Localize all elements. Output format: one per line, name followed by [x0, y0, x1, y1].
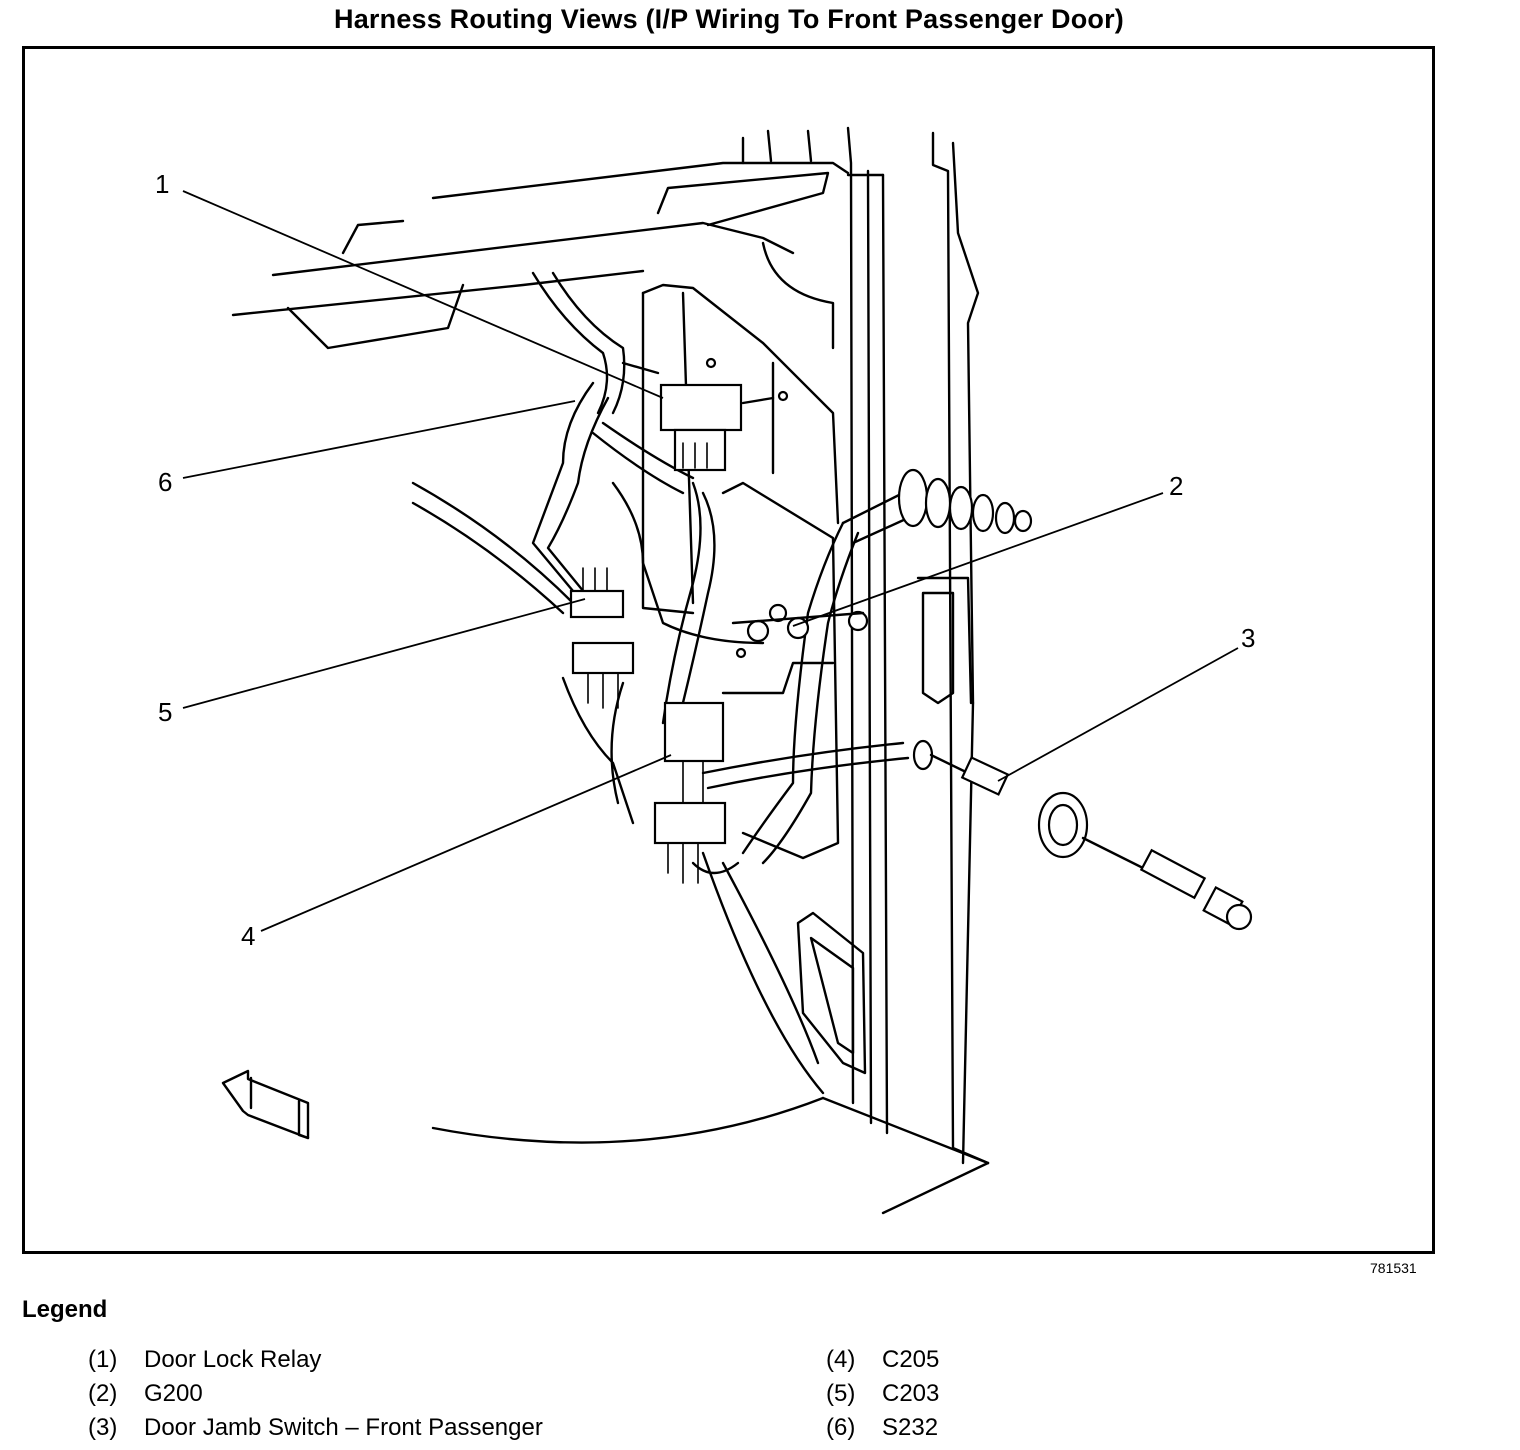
- callout-5: 5: [158, 697, 172, 727]
- legend-item-number: (2): [88, 1380, 118, 1407]
- legend-item: (6) S232: [826, 1414, 938, 1446]
- callout-3: 3: [1241, 623, 1255, 653]
- legend-item-label: Door Lock Relay: [144, 1346, 322, 1373]
- callout-4: 4: [241, 921, 255, 951]
- door-lock-relay: [621, 357, 789, 472]
- legend-item-label: C203: [882, 1380, 940, 1407]
- harness-drawing: 1 2 3 4 5 6: [155, 126, 1255, 1215]
- door-harness-grommet: [897, 468, 1033, 535]
- legend-item: (5) C203: [826, 1380, 939, 1412]
- ground-g200: [731, 603, 869, 659]
- legend-item-label: S232: [882, 1414, 939, 1441]
- legend-item-label: Door Jamb Switch – Front Passenger: [144, 1414, 543, 1441]
- legend-item: (1) Door Lock Relay: [88, 1346, 321, 1378]
- connector-c205: [653, 701, 727, 884]
- instrument-panel: [231, 129, 850, 350]
- legend-item: (3) Door Jamb Switch – Front Passenger: [88, 1414, 543, 1446]
- door-jamb-switch: [912, 739, 1253, 931]
- legend-item-number: (6): [826, 1414, 856, 1441]
- diagram-frame: 1 2 3 4 5 6: [22, 46, 1435, 1254]
- callout-6: 6: [158, 467, 172, 497]
- door-pillar: [431, 126, 990, 1215]
- legend-item-number: (1): [88, 1346, 118, 1373]
- figure-id: 781531: [1370, 1260, 1417, 1276]
- callout-2: 2: [1169, 471, 1183, 501]
- connector-c203: [569, 567, 635, 709]
- callout-1: 1: [155, 169, 169, 199]
- legend-heading: Legend: [22, 1296, 108, 1323]
- kick-panel: [411, 283, 867, 1095]
- legend-item-label: G200: [144, 1380, 203, 1407]
- legend-item-number: (3): [88, 1414, 118, 1441]
- diagram-title: Harness Routing Views (I/P Wiring To Fro…: [334, 4, 1124, 34]
- legend-item: (4) C205: [826, 1346, 939, 1378]
- legend-item-label: C205: [882, 1346, 940, 1373]
- legend-item-number: (4): [826, 1346, 856, 1373]
- legend-item-number: (5): [826, 1380, 856, 1407]
- wiring-harness: [531, 271, 910, 875]
- callout-leaders: [182, 190, 1239, 932]
- forward-direction-arrow: [221, 1069, 310, 1140]
- legend-item: (2) G200: [88, 1380, 203, 1412]
